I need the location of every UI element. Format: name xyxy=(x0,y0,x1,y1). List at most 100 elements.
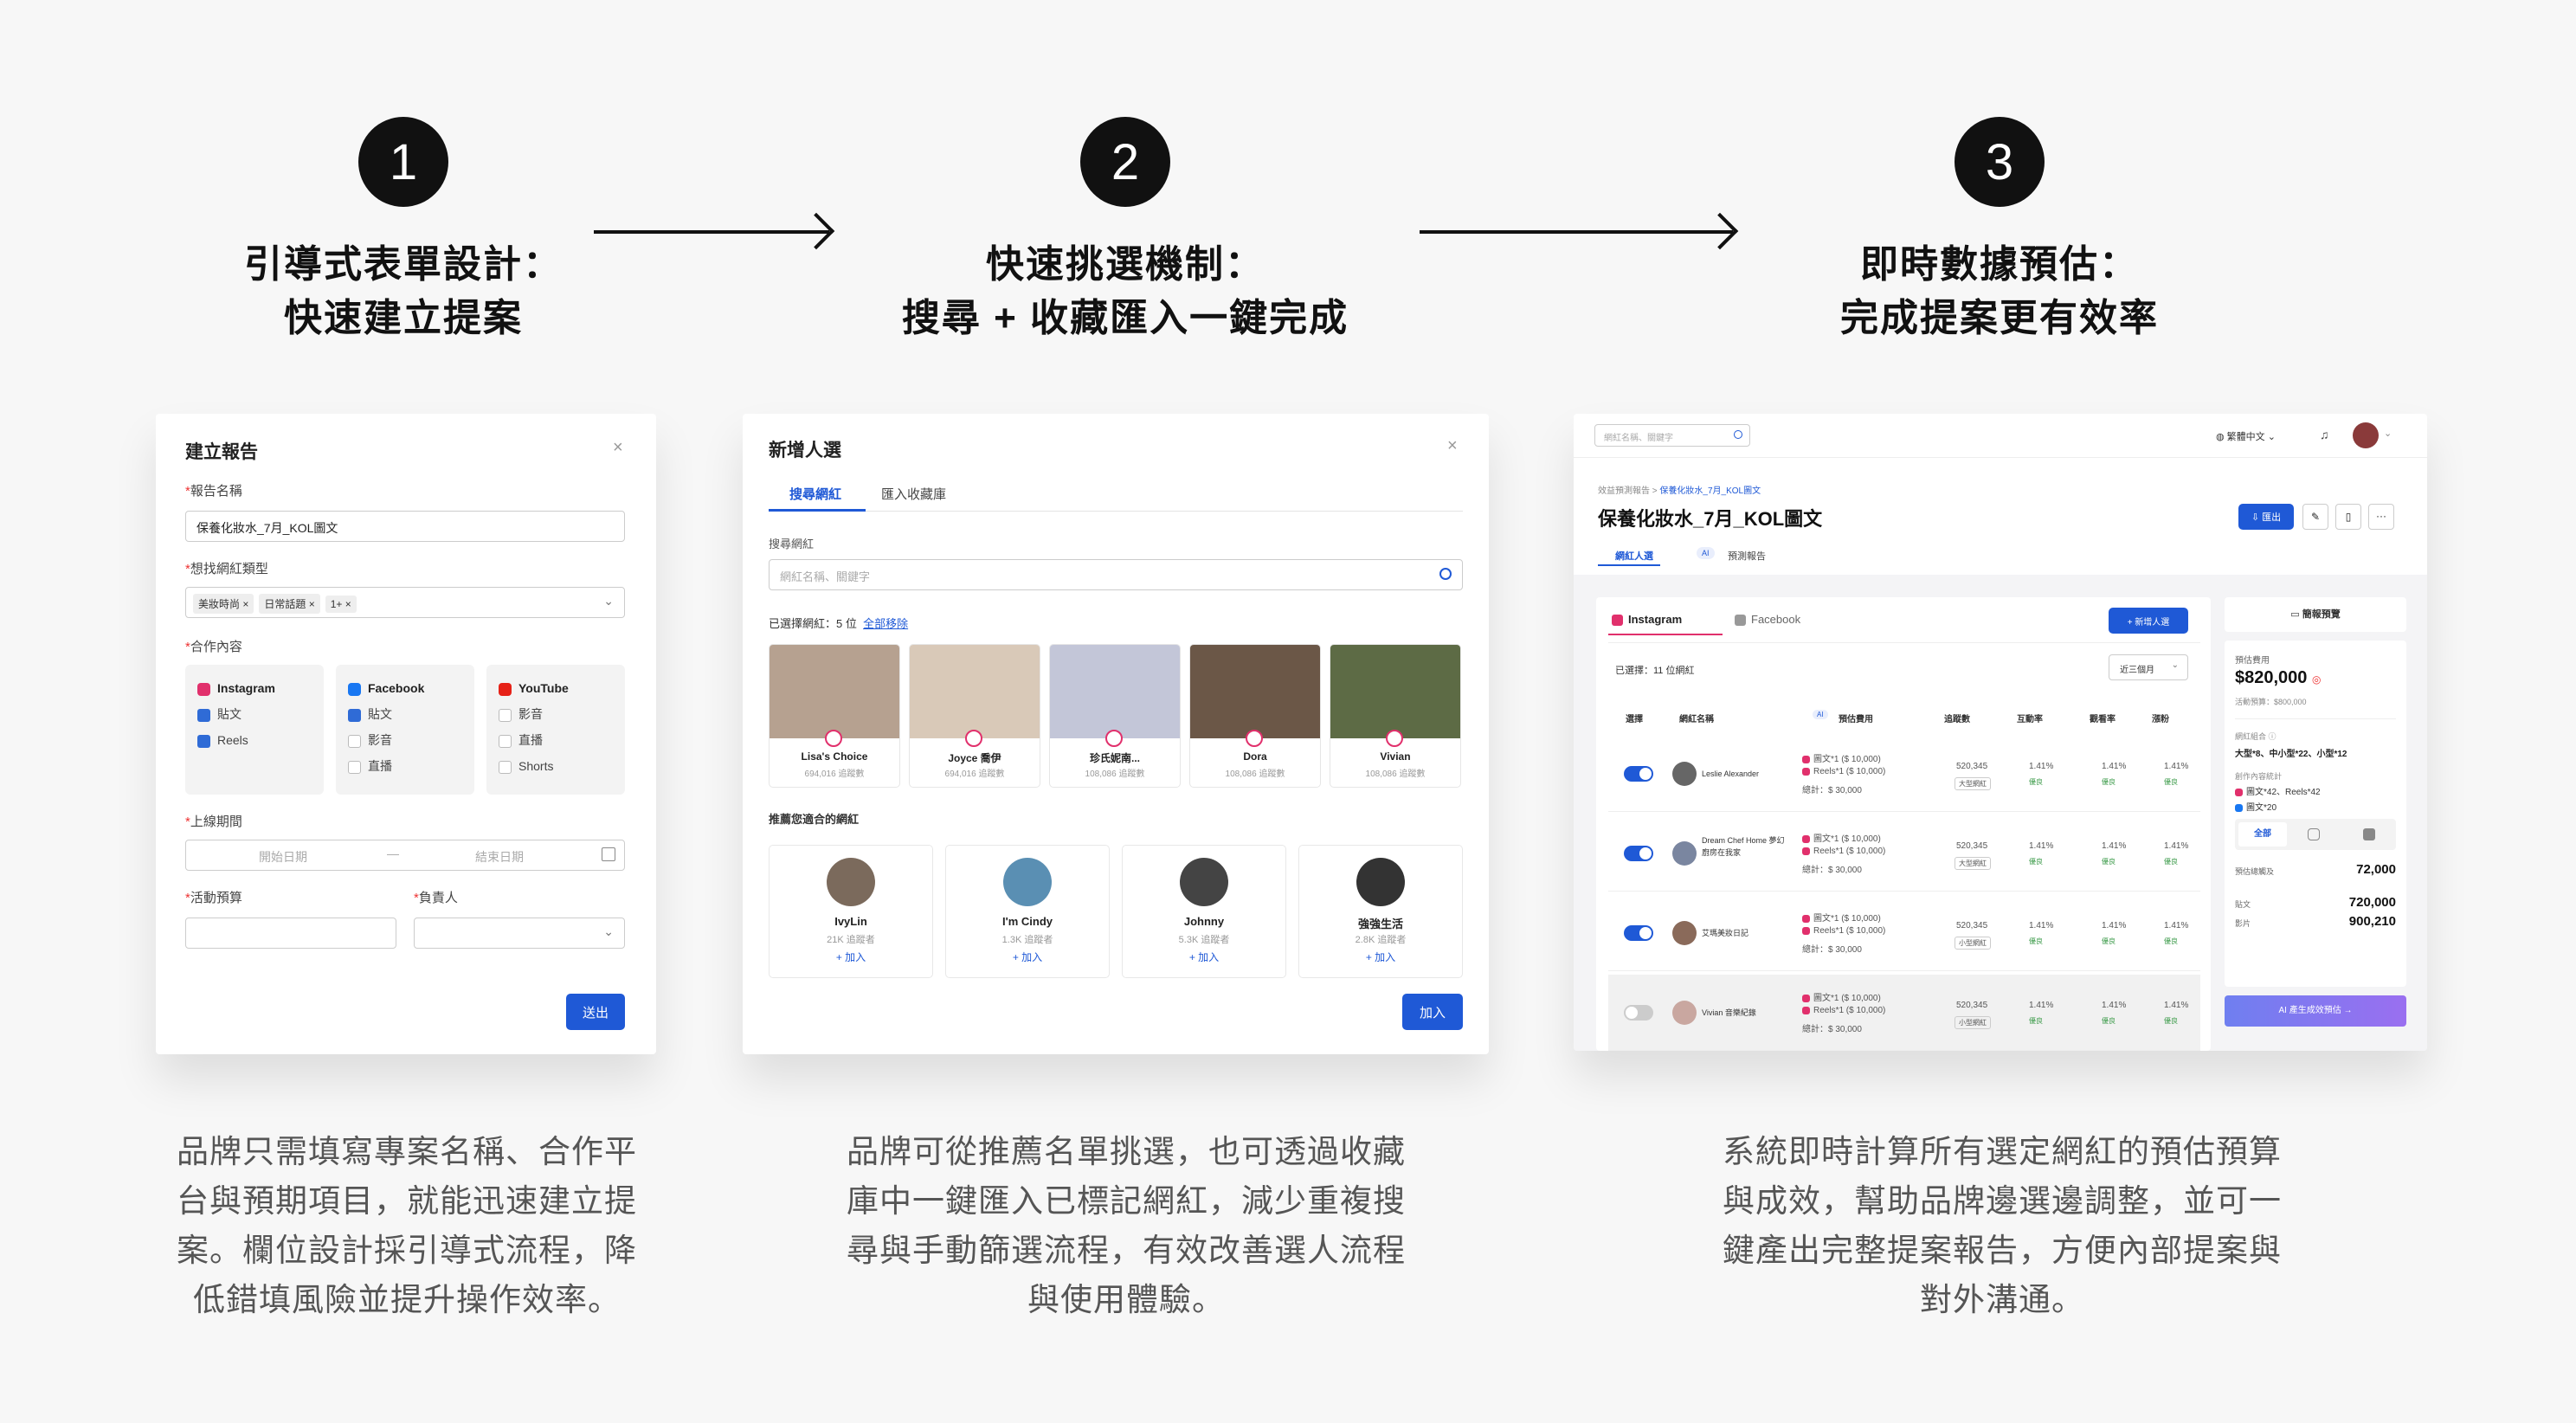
tab-influencers[interactable]: 網紅人選 xyxy=(1615,551,1653,562)
summary-tabs: 全部 xyxy=(2235,819,2396,850)
checkbox-ig-reels[interactable]: Reels xyxy=(197,727,312,753)
close-icon[interactable]: × xyxy=(613,438,623,457)
globe-icon: ◍ xyxy=(2216,432,2225,442)
select-toggle[interactable] xyxy=(1624,1005,1653,1021)
influencer-mix: 大型*8、中小型*22、小型*12 xyxy=(2235,750,2347,759)
step-3-number: 3 xyxy=(1955,117,2045,207)
influencer-avatar xyxy=(1356,858,1405,906)
platform-tab-indicator xyxy=(1608,634,1723,635)
notification-bell-icon[interactable]: ♫ xyxy=(2320,428,2329,441)
search-icon[interactable] xyxy=(1734,430,1742,439)
column-header[interactable]: 選擇 xyxy=(1626,715,1643,724)
tab-search[interactable]: 搜尋網紅 xyxy=(789,487,842,502)
content-label: *合作內容 xyxy=(185,640,242,654)
selected-influencer-card[interactable]: Joyce 喬伊 694,016 追蹤數 xyxy=(909,644,1040,788)
checkbox-fb-video[interactable]: 影音 xyxy=(348,727,462,753)
slide-preview-button[interactable]: ▭ 簡報預覽 xyxy=(2225,597,2406,632)
add-button[interactable]: 加入 xyxy=(1402,994,1463,1030)
select-toggle[interactable] xyxy=(1624,846,1653,861)
column-header[interactable]: 網紅名稱 xyxy=(1679,715,1714,724)
date-range-input[interactable]: 開始日期 — 結束日期 xyxy=(185,840,625,871)
type-tag: 美妝時尚 × xyxy=(193,594,254,614)
step-2-description: 品牌可從推薦名單挑選，也可透過收藏庫中一鍵匯入已標記網紅，減少重複搜尋與手動篩選… xyxy=(847,1134,1406,1317)
owner-select[interactable]: ⌄ xyxy=(414,918,625,949)
selected-count: 已選擇：11 位網紅 xyxy=(1615,666,1695,676)
report-dashboard: 網紅名稱、關鍵字 ◍ 繁體中文 ⌄ ♫ ⌄ 效益預測報告 > 保養化妝水_7月_… xyxy=(1574,414,2427,1051)
instagram-icon[interactable] xyxy=(2308,828,2320,840)
table-row: Vivian 音樂紀錄 圖文*1 ($ 10,000) Reels*1 ($ 1… xyxy=(1608,975,2200,1051)
recommended-influencer-card: I'm Cindy 1.3K 追蹤者 + 加入 xyxy=(945,845,1110,978)
add-influencer-link[interactable]: + 加入 xyxy=(835,951,866,963)
export-button[interactable]: ⇩ 匯出 xyxy=(2238,504,2294,530)
step-2-title: 快速挑選機制： 搜尋 + 收藏匯入一鍵完成 xyxy=(901,243,1349,339)
search-icon[interactable] xyxy=(1439,568,1452,580)
column-header[interactable]: 預估費用 xyxy=(1839,715,1873,724)
more-icon[interactable]: ··· xyxy=(2368,504,2394,530)
global-search-input[interactable]: 網紅名稱、關鍵字 xyxy=(1594,424,1750,447)
header-divider xyxy=(1574,457,2427,458)
select-toggle[interactable] xyxy=(1624,925,1653,941)
type-tag: 日常話題 × xyxy=(259,594,320,614)
checkbox-fb-post[interactable]: 貼文 xyxy=(348,701,462,727)
influencer-name[interactable]: Dream Chef Home 夢幻廚房在我家 xyxy=(1702,836,1785,857)
chevron-down-icon: ⌄ xyxy=(603,594,614,608)
edit-icon[interactable]: ✎ xyxy=(2302,504,2328,530)
add-influencer-link[interactable]: + 加入 xyxy=(1188,951,1220,963)
select-toggle[interactable] xyxy=(1624,766,1653,782)
step-3-description: 系統即時計算所有選定網紅的預估預算與成效，幫助品牌邊選邊調整，並可一鍵產出完整提… xyxy=(1723,1134,2282,1317)
influencer-name[interactable]: Leslie Alexander xyxy=(1702,769,1760,778)
platform-tab-instagram[interactable]: Instagram xyxy=(1612,613,1682,627)
remove-all-link[interactable]: 全部移除 xyxy=(863,617,909,630)
influencer-type-select[interactable]: 美妝時尚 ×日常話題 × 1+ × ⌄ xyxy=(185,587,625,618)
platform-tab-facebook[interactable]: Facebook xyxy=(1735,613,1800,627)
tab-import-favorites[interactable]: 匯入收藏庫 xyxy=(881,487,947,502)
add-influencer-link[interactable]: + 加入 xyxy=(1365,951,1396,963)
search-input[interactable]: 網紅名稱、關鍵字 xyxy=(769,559,1463,590)
add-influencer-button[interactable]: + 新增人選 xyxy=(2109,608,2188,634)
breadcrumb-root[interactable]: 效益預測報告 xyxy=(1598,486,1650,496)
checkbox-yt-shorts[interactable]: Shorts xyxy=(499,753,613,779)
page-title: 保養化妝水_7月_KOL圖文 xyxy=(1598,508,1823,530)
report-name-input[interactable]: 保養化妝水_7月_KOL圖文 xyxy=(185,511,625,542)
facebook-icon xyxy=(348,682,361,696)
influencer-name[interactable]: 艾瑪美妝日記 xyxy=(1702,929,1749,937)
recommended-influencer-card: 強強生活 2.8K 追蹤者 + 加入 xyxy=(1298,845,1463,978)
recommend-label: 推薦您適合的網紅 xyxy=(769,813,860,826)
selected-influencer-card[interactable]: Lisa's Choice 694,016 追蹤數 xyxy=(769,644,900,788)
monitor-icon: ▭ xyxy=(2290,609,2300,620)
user-avatar[interactable] xyxy=(2353,422,2379,448)
checkbox-yt-live[interactable]: 直播 xyxy=(499,727,613,753)
checkbox-yt-video[interactable]: 影音 xyxy=(499,701,613,727)
column-header[interactable]: 觀看率 xyxy=(2090,715,2116,724)
submit-button[interactable]: 送出 xyxy=(566,994,625,1030)
create-report-dialog: 建立報告 × *報告名稱 保養化妝水_7月_KOL圖文 *想找網紅類型 美妝時尚… xyxy=(156,414,656,1054)
checkbox-ig-post[interactable]: 貼文 xyxy=(197,701,312,727)
selected-influencer-card[interactable]: 珍氏妮南... 108,086 追蹤數 xyxy=(1049,644,1181,788)
arrow-right-icon xyxy=(1420,230,1733,234)
selected-influencer-card[interactable]: Vivian 108,086 追蹤數 xyxy=(1330,644,1461,788)
influencer-avatar xyxy=(827,858,875,906)
period-label: *上線期間 xyxy=(185,815,242,829)
language-select[interactable]: ◍ 繁體中文 ⌄ xyxy=(2216,432,2276,442)
budget-input[interactable] xyxy=(185,918,396,949)
tab-forecast-report[interactable]: 預測報告 xyxy=(1728,551,1766,562)
summary-tab-all[interactable]: 全部 xyxy=(2238,822,2287,847)
trash-icon[interactable]: ▯ xyxy=(2335,504,2361,530)
ai-generate-button[interactable]: AI 產生成效預估 → xyxy=(2225,995,2406,1027)
youtube-icon xyxy=(499,682,512,696)
selected-influencer-card[interactable]: Dora 108,086 追蹤數 xyxy=(1189,644,1321,788)
add-influencer-link[interactable]: + 加入 xyxy=(1012,951,1043,963)
platform-facebook: Facebook 貼文 影音 直播 xyxy=(336,665,474,795)
column-header[interactable]: 漲粉 xyxy=(2152,715,2169,724)
influencer-name[interactable]: Vivian 音樂紀錄 xyxy=(1702,1008,1756,1017)
checkbox-fb-live[interactable]: 直播 xyxy=(348,753,462,779)
facebook-icon[interactable] xyxy=(2363,828,2375,840)
date-range-select[interactable]: 近三個月 ⌄ xyxy=(2109,654,2188,680)
close-icon[interactable]: × xyxy=(1447,436,1458,455)
instagram-icon xyxy=(965,730,982,747)
type-tag: 1+ × xyxy=(325,596,357,613)
selected-count: 已選擇網紅：5 位 全部移除 xyxy=(769,617,909,630)
column-header[interactable]: 互動率 xyxy=(2017,715,2043,724)
column-header[interactable]: 追蹤數 xyxy=(1944,715,1970,724)
arrow-right-icon xyxy=(594,230,829,234)
